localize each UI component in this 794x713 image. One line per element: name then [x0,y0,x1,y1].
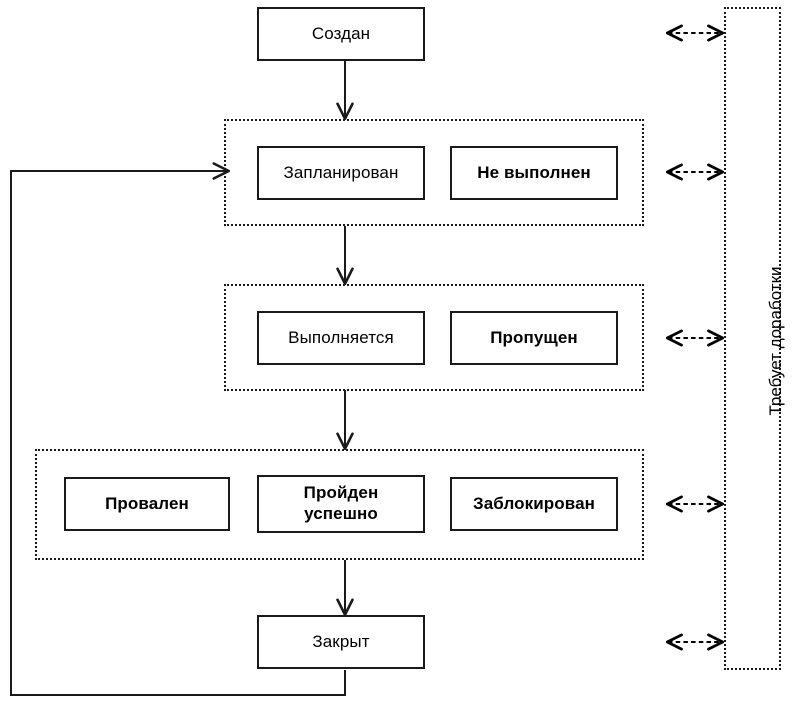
rework-lane-label: Требует доработки [766,266,785,416]
node-in-progress[interactable]: Выполняется [257,311,425,365]
node-created[interactable]: Создан [257,7,425,61]
connector-closed-loop-back [10,162,346,696]
node-skipped[interactable]: Пропущен [450,311,618,365]
rework-lane [724,7,781,670]
node-closed[interactable]: Закрыт [257,615,425,669]
node-failed[interactable]: Провален [64,477,230,531]
node-blocked[interactable]: Заблокирован [450,477,618,531]
node-passed[interactable]: Пройден успешно [257,475,425,533]
node-not-executed[interactable]: Не выполнен [450,146,618,200]
node-planned[interactable]: Запланирован [257,146,425,200]
group-planned [224,119,644,226]
group-in-progress [224,284,644,391]
group-result [35,449,644,560]
